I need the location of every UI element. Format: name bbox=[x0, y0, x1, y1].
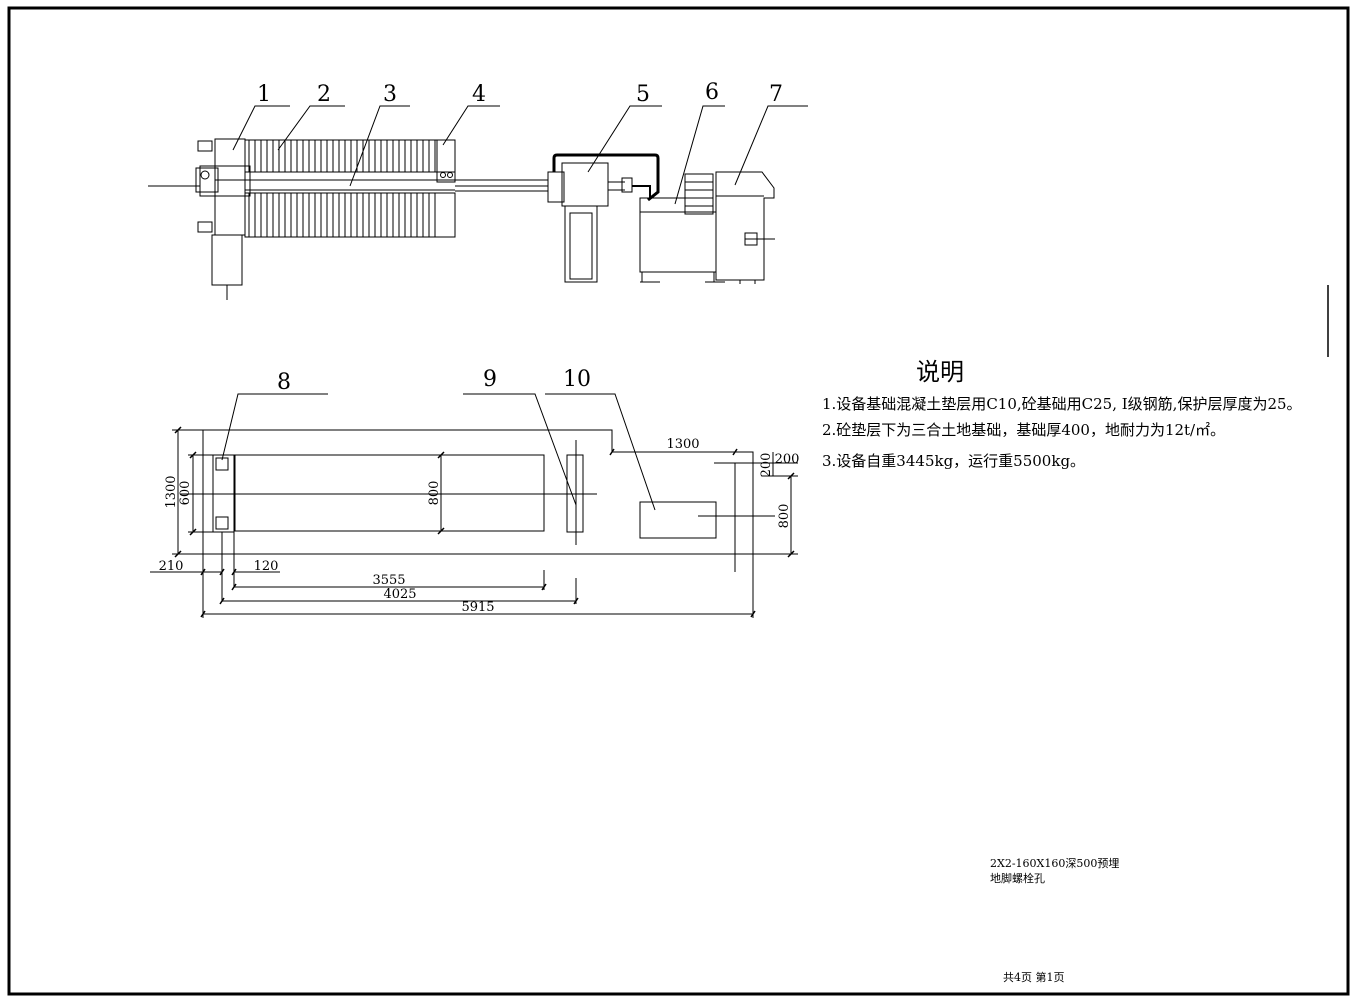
callout-7: 7 bbox=[769, 82, 783, 107]
callout-3: 3 bbox=[383, 82, 397, 107]
callout-2: 2 bbox=[317, 82, 331, 107]
callout-9: 9 bbox=[483, 367, 497, 392]
dim-800-right: 800 bbox=[777, 504, 792, 529]
callout-10: 10 bbox=[563, 367, 591, 392]
dim-4025: 4025 bbox=[383, 587, 416, 602]
note-item-1: 1.设备基础混凝土垫层用C10,砼基础用C25, I级钢筋,保护层厚度为25。 bbox=[822, 395, 1302, 413]
dim-3555: 3555 bbox=[372, 573, 405, 588]
dim-1300-left: 1300 bbox=[164, 475, 179, 508]
anchor-bolt-note: 2X2-160X160深500预埋 地脚螺栓孔 bbox=[990, 856, 1119, 886]
callout-6: 6 bbox=[705, 80, 719, 105]
dim-210: 210 bbox=[159, 559, 184, 574]
callout-labels-top: 1 2 3 4 5 6 7 bbox=[257, 80, 783, 107]
drawing-border bbox=[7, 6, 1350, 996]
filter-plates bbox=[248, 140, 436, 237]
dim-5915: 5915 bbox=[461, 600, 494, 615]
note-item-3: 3.设备自重3445kg，运行重5500kg。 bbox=[822, 452, 1086, 470]
dim-120: 120 bbox=[254, 559, 279, 574]
dimension-labels: 1300 200 200 800 800 1300 600 210 120 35… bbox=[159, 437, 800, 615]
callout-labels-bottom: 8 9 10 bbox=[277, 367, 591, 395]
dim-200-vertical: 200 bbox=[759, 453, 774, 478]
callout-leaders-top bbox=[232, 105, 808, 205]
page-info: 共4页 第1页 bbox=[1003, 971, 1065, 984]
dim-200-horizontal: 200 bbox=[775, 452, 800, 467]
callout-leaders-bottom bbox=[221, 393, 656, 511]
dim-800-mid: 800 bbox=[427, 481, 442, 506]
notes-title: 说明 bbox=[916, 358, 964, 386]
callout-4: 4 bbox=[472, 82, 486, 107]
note-item-2: 2.砼垫层下为三合土地基础，基础厚400，地耐力为12t/㎡。 bbox=[822, 421, 1226, 439]
callout-1: 1 bbox=[257, 82, 271, 107]
dimension-lines bbox=[150, 429, 798, 618]
anchor-bolt-note-line-1: 2X2-160X160深500预埋 bbox=[990, 857, 1120, 870]
dim-1300-top: 1300 bbox=[666, 437, 699, 452]
callout-5: 5 bbox=[636, 82, 650, 107]
dimension-ticks bbox=[174, 426, 795, 618]
dim-600-left: 600 bbox=[178, 481, 193, 506]
filter-press-elevation bbox=[148, 138, 775, 300]
anchor-bolt-note-line-2: 地脚螺栓孔 bbox=[990, 872, 1045, 885]
callout-8: 8 bbox=[277, 370, 291, 395]
